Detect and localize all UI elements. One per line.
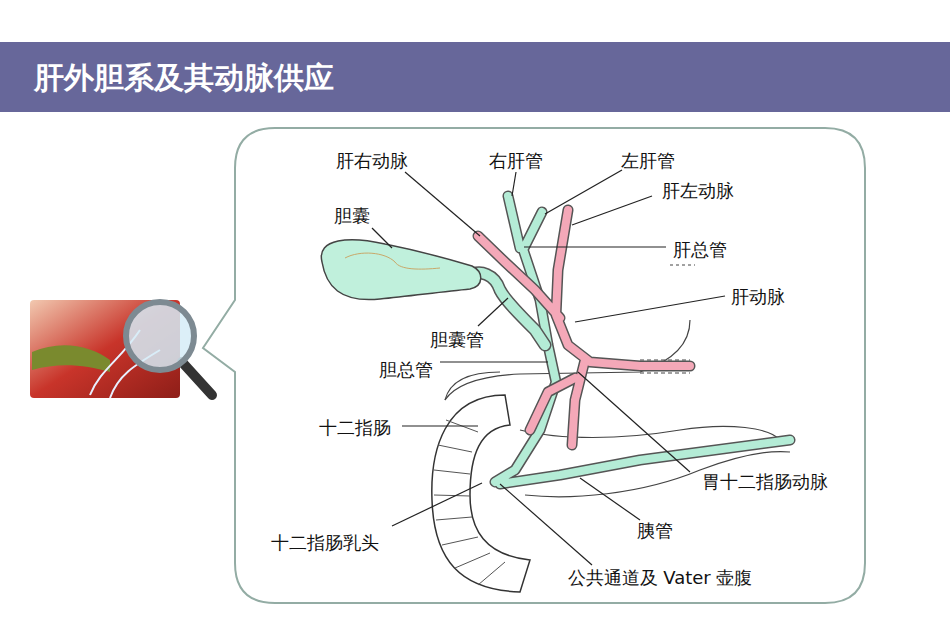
leader-line bbox=[372, 228, 392, 248]
thumbnail-gallbladder bbox=[32, 345, 110, 372]
leader-line bbox=[575, 296, 725, 322]
callout-bubble bbox=[203, 128, 865, 603]
artery-fill bbox=[478, 210, 690, 445]
leader-line bbox=[578, 372, 690, 472]
part-label: 肝左动脉 bbox=[662, 179, 734, 203]
arteries bbox=[478, 210, 690, 445]
part-label: 胆总管 bbox=[379, 358, 433, 382]
artery-outline bbox=[478, 210, 690, 445]
leader-line bbox=[512, 172, 516, 196]
leader-line bbox=[545, 170, 622, 214]
part-label: 公共通道及 Vater 壶腹 bbox=[568, 566, 753, 590]
leader-line bbox=[402, 425, 478, 426]
part-label: 十二指肠乳头 bbox=[271, 531, 379, 555]
leader-lines bbox=[372, 170, 725, 565]
part-label: 十二指肠 bbox=[319, 416, 391, 440]
part-label: 右肝管 bbox=[489, 149, 543, 173]
bile-ducts bbox=[468, 196, 790, 484]
dashed-line bbox=[640, 360, 690, 361]
dashed-line bbox=[670, 265, 695, 266]
leader-line bbox=[478, 298, 508, 326]
leader-line bbox=[405, 172, 480, 236]
leader-line bbox=[572, 196, 652, 225]
part-label: 左肝管 bbox=[621, 149, 675, 173]
leader-line bbox=[500, 484, 592, 565]
leader-line bbox=[440, 361, 548, 362]
title: 肝外胆系及其动脉供应 bbox=[34, 58, 334, 99]
leader-line bbox=[524, 246, 666, 247]
magnifier-lens bbox=[126, 302, 194, 370]
part-label: 胰管 bbox=[637, 519, 673, 543]
dashed-line bbox=[640, 373, 690, 374]
part-label: 胆囊 bbox=[334, 204, 370, 228]
cystic-artery bbox=[345, 253, 440, 269]
duodenum-folds bbox=[434, 420, 505, 585]
part-label: 胆囊管 bbox=[430, 328, 484, 352]
leader-line bbox=[580, 478, 640, 520]
part-label: 肝右动脉 bbox=[336, 149, 408, 173]
duodenum bbox=[432, 395, 530, 592]
gallbladder bbox=[321, 240, 480, 300]
part-label: 肝动脉 bbox=[731, 285, 785, 309]
part-label: 胃十二指肠动脉 bbox=[702, 470, 828, 494]
magnifier-handle bbox=[182, 362, 212, 395]
leader-line bbox=[392, 483, 482, 526]
part-label: 肝总管 bbox=[673, 238, 727, 262]
